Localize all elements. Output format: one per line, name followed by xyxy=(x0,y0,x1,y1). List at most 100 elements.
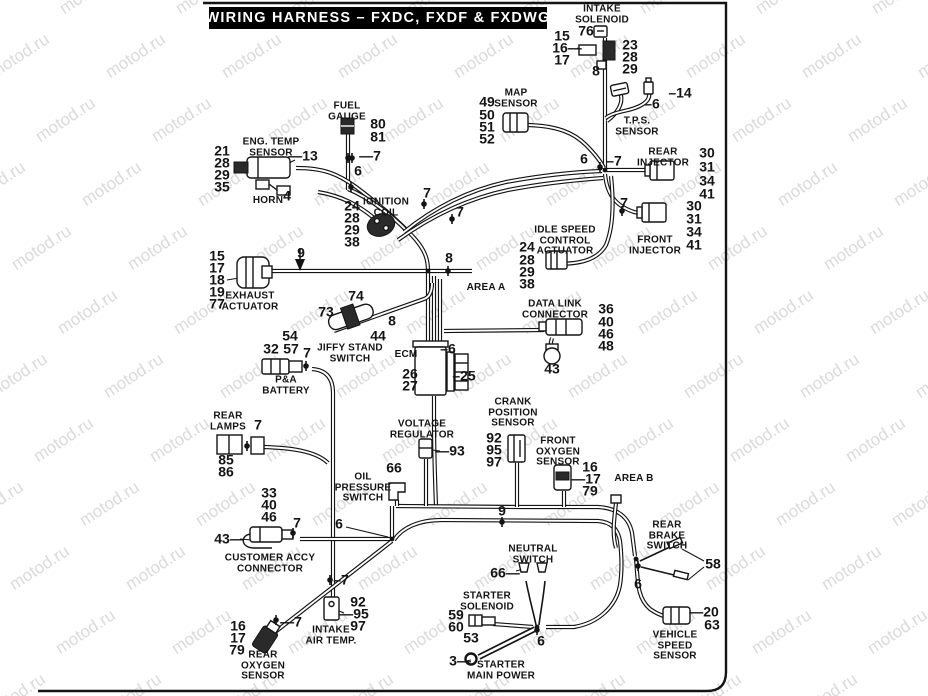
rear-injector-label: REAR INJECTOR xyxy=(637,146,689,168)
callout-8-areaa: 8 xyxy=(445,249,453,266)
callout-6-starter: 6 xyxy=(537,632,545,649)
callout-7-roxy: —7 xyxy=(280,613,302,630)
callout-16-foxy: 16 xyxy=(582,458,598,475)
arrow-9-icon xyxy=(295,248,305,271)
callout-85: 85 xyxy=(218,451,234,468)
ecm-icon xyxy=(412,340,469,396)
callout-97-crank: 97 xyxy=(486,453,502,470)
jiffy-stand-switch-icon xyxy=(327,303,374,331)
callout-63: 63 xyxy=(704,616,720,633)
callout-16-roxy: 16 xyxy=(230,617,246,634)
callout-6-fuel: 6 xyxy=(354,162,362,179)
callout-80: 80 xyxy=(370,115,386,132)
callout-41-rear: 41 xyxy=(699,185,715,202)
pa-battery-label: P&A BATTERY xyxy=(262,374,310,396)
intake-solenoid-label: INTAKE SOLENOID xyxy=(575,3,629,25)
starter-main-power-label: STARTER MAIN POWER xyxy=(466,659,536,681)
fuel-gauge-icon xyxy=(340,117,355,135)
callout-46-accy: 46 xyxy=(261,508,277,525)
callout-95-crank: 95 xyxy=(486,441,502,458)
callout-97-iat: 97 xyxy=(350,617,366,634)
callout-7-accy: 7 xyxy=(293,514,301,531)
callout-36: 36 xyxy=(598,300,614,317)
area-b-label: AREA B xyxy=(614,472,654,484)
callout-8-solenoid: 8 xyxy=(592,62,600,79)
callout-41-front: 41 xyxy=(686,236,702,253)
callout-24-idle: 24 xyxy=(519,238,535,255)
callout-77-exh: 77 xyxy=(209,295,225,312)
callout-8-jiffy: 8 xyxy=(388,312,396,329)
map-sensor-label: MAP SENSOR xyxy=(494,87,538,109)
callout-59: 59 xyxy=(448,606,464,623)
wire-bundles xyxy=(226,38,705,662)
oil-pressure-switch-icon xyxy=(388,482,406,501)
vehicle-speed-sensor-label: VEHICLE SPEED SENSOR xyxy=(652,629,698,662)
callout-17-exh: 17 xyxy=(209,259,225,276)
ignition-coil-icon xyxy=(366,213,396,237)
callout-15-exh: 15 xyxy=(209,247,225,264)
callout-43-dlc: 43 xyxy=(544,360,560,377)
callout-34-front: 34 xyxy=(686,223,702,240)
rear-brake-switch-icon xyxy=(666,536,690,581)
callout-92-iat: 92 xyxy=(350,593,366,610)
oil-pressure-switch-label: OIL PRESSURE SWITCH xyxy=(334,471,392,504)
callout-7-fuel: —7 xyxy=(359,147,381,164)
front-oxygen-sensor-label: FRONT OXYGEN SENSOR xyxy=(536,435,580,468)
callout-29-coil: 29 xyxy=(344,221,360,238)
idle-speed-actuator-icon xyxy=(545,250,568,270)
crank-position-sensor-icon xyxy=(507,434,526,463)
intake-air-temp-label: INTAKE AIR TEMP. xyxy=(305,624,357,646)
starter-solenoid-label: STARTER SOLENOID xyxy=(460,590,514,612)
callout-7-battery: 7 xyxy=(303,344,311,361)
idle-speed-actuator-label: IDLE SPEED CONTROL ACTUATOR xyxy=(534,224,596,257)
callout-6-ecm: –6 xyxy=(440,340,456,357)
rear-brake-switch-label: REAR BRAKE SWITCH xyxy=(646,519,688,552)
callout-28-solenoid: 28 xyxy=(622,48,638,65)
callout-13: —13 xyxy=(288,147,318,164)
area-b-stub-icon xyxy=(610,494,622,504)
page-border xyxy=(38,1,728,693)
front-injector-icon xyxy=(636,202,667,223)
voltage-regulator-icon xyxy=(418,438,433,459)
callout-17-foxy: —17 xyxy=(571,470,601,487)
callout-35: 35 xyxy=(214,178,230,195)
callout-19-exh: 19 xyxy=(209,283,225,300)
callout-57: 57 xyxy=(283,340,299,357)
callout-34-rear: 34 xyxy=(699,172,715,189)
callout-17-roxy: 17 xyxy=(230,629,246,646)
callout-28-engtemp: 28 xyxy=(214,154,230,171)
front-oxygen-sensor-icon xyxy=(553,464,572,491)
callout-66-neutral: 66— xyxy=(490,564,520,581)
eng-temp-sensor-label: ENG. TEMP SENSOR xyxy=(242,136,300,158)
front-injector-label: FRONT INJECTOR xyxy=(629,234,681,256)
callout-9-exhaust: 9 xyxy=(297,244,305,261)
callout-74: 74 xyxy=(348,287,364,304)
callout-7-frontinj: 7 xyxy=(620,194,628,211)
intake-solenoid-icon xyxy=(578,25,616,70)
area-a-label: AREA A xyxy=(466,281,506,293)
callout-3: 3— xyxy=(449,652,471,669)
callout-73: 73 xyxy=(318,303,334,320)
callout-79-foxy: 79 xyxy=(582,482,598,499)
callout-18-exh: 18 xyxy=(209,271,225,288)
callout-15-solenoid: 15 xyxy=(554,27,570,44)
callout-86: 86 xyxy=(218,463,234,480)
ecm-label: ECM xyxy=(394,348,418,360)
data-link-connector-icon xyxy=(538,318,583,365)
vehicle-speed-sensor-icon xyxy=(662,606,691,625)
callout-7-trunk3: –7 xyxy=(333,571,349,588)
callout-21: 21 xyxy=(214,142,230,159)
neutral-switch-icon xyxy=(518,562,548,573)
data-link-connector-label: DATA LINK CONNECTOR xyxy=(521,298,589,320)
rear-injector-icon xyxy=(644,160,675,181)
callout-81: 81 xyxy=(370,128,386,145)
callout-51: 51 xyxy=(479,118,495,135)
callout-60: 60 xyxy=(448,618,464,635)
tps-sensor-label: T.P.S. SENSOR xyxy=(615,115,659,137)
callout-49: 49 xyxy=(479,93,495,110)
rear-oxygen-sensor-label: REAR OXYGEN SENSOR xyxy=(241,649,285,682)
callout-30-rear: 30 xyxy=(699,144,715,161)
callout-43-accy: 43— xyxy=(214,530,244,547)
